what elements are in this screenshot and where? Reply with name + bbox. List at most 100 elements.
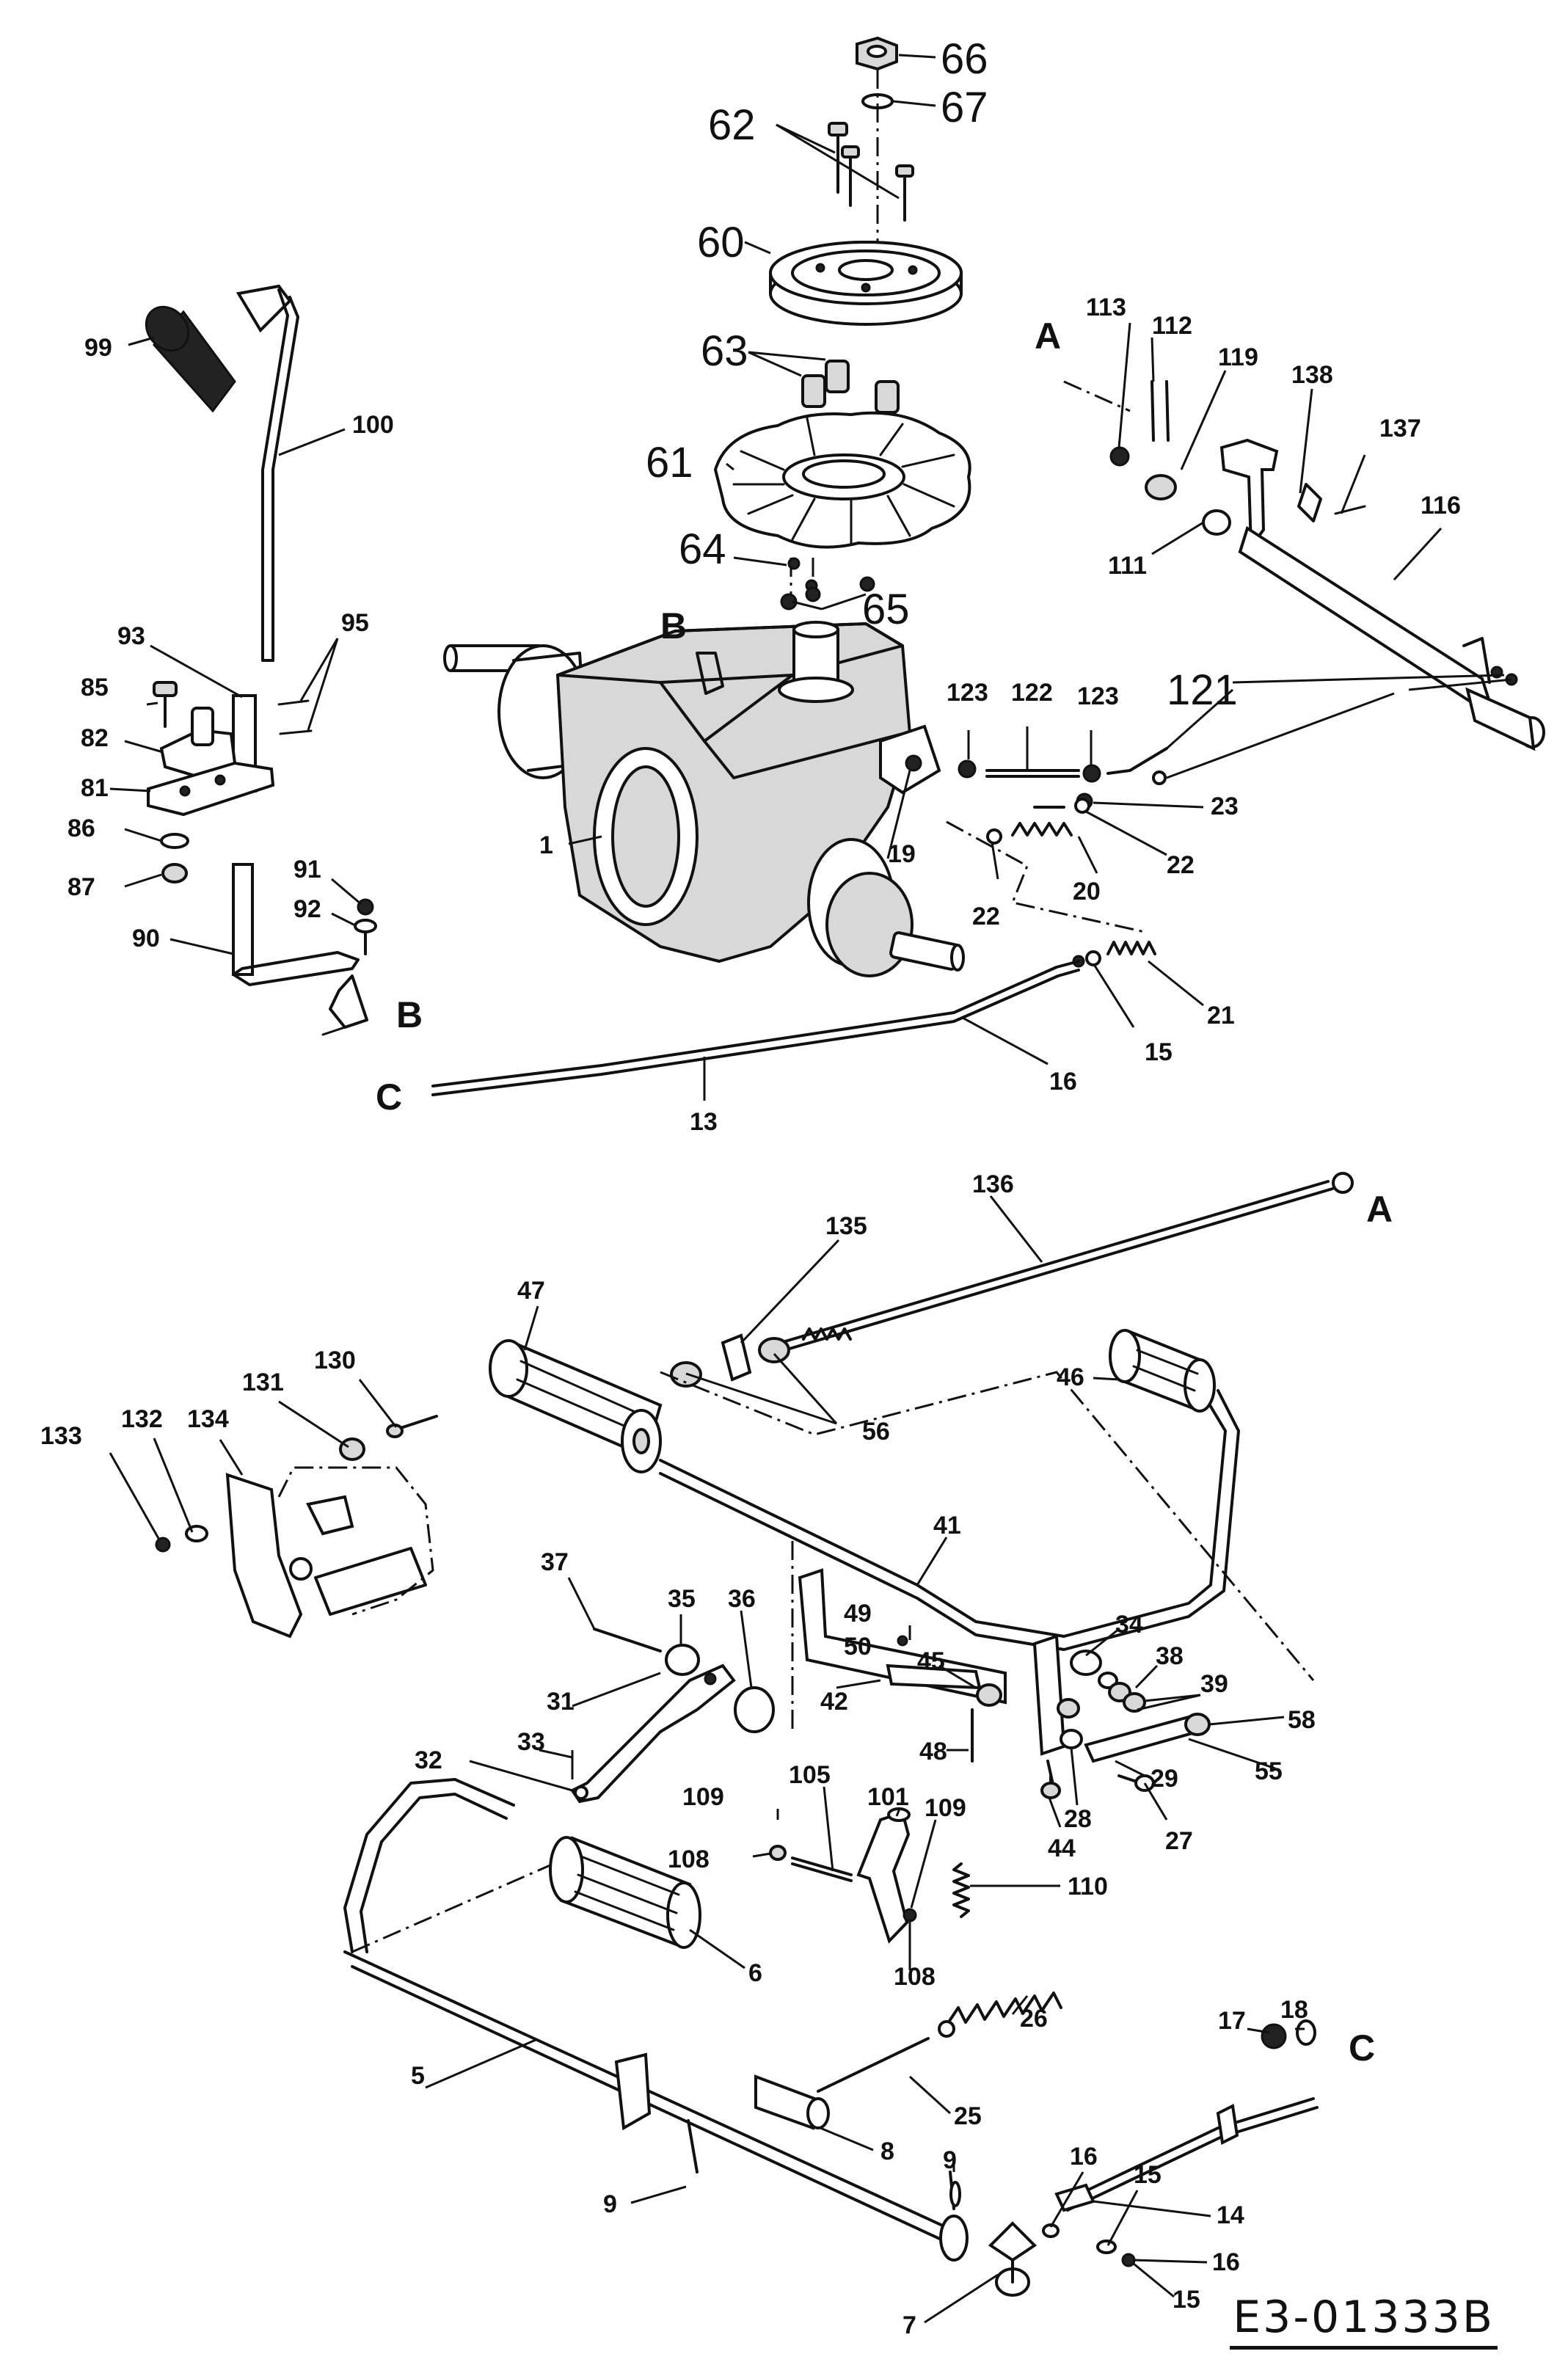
- callout-16b: 16: [1070, 2143, 1098, 2171]
- callout-16a: 16: [1049, 1068, 1077, 1096]
- lower-linkage-14: [988, 2019, 1319, 2297]
- callout-81: 81: [81, 774, 109, 802]
- knob-99: [145, 284, 292, 413]
- callout-18: 18: [1280, 1996, 1308, 2024]
- callout-87: 87: [68, 873, 95, 901]
- callout-31: 31: [547, 1688, 575, 1716]
- callout-62: 62: [708, 101, 756, 149]
- callout-63: 63: [701, 327, 748, 375]
- ref-letter-c-right: C: [1349, 2027, 1375, 2069]
- callout-19: 19: [888, 840, 916, 868]
- callout-14: 14: [1217, 2201, 1244, 2229]
- reference-letters: A B B C A C: [376, 316, 1393, 2069]
- linkage-rods: [431, 747, 1168, 1096]
- callout-95: 95: [341, 609, 369, 637]
- brake-lever-101: [769, 1807, 970, 1944]
- callout-136: 136: [972, 1170, 1014, 1198]
- callout-134: 134: [187, 1405, 229, 1433]
- callout-37: 37: [541, 1548, 569, 1576]
- callout-9b: 9: [943, 2146, 957, 2174]
- callout-111: 111: [1108, 552, 1147, 580]
- callout-29: 29: [1151, 1765, 1178, 1793]
- callout-35: 35: [668, 1585, 696, 1613]
- callout-67: 67: [941, 84, 988, 131]
- callout-55: 55: [1255, 1757, 1283, 1785]
- spring-26: [817, 1991, 1062, 2093]
- ref-letter-c-left: C: [376, 1076, 402, 1118]
- callout-116: 116: [1421, 492, 1461, 520]
- callout-137: 137: [1379, 415, 1421, 442]
- callout-7: 7: [902, 2311, 916, 2339]
- callout-92: 92: [293, 895, 321, 923]
- callout-56: 56: [862, 1418, 890, 1446]
- callout-99: 99: [84, 334, 112, 362]
- callout-39: 39: [1200, 1670, 1228, 1698]
- bolts-62: [828, 122, 914, 222]
- callout-16c: 16: [1212, 2248, 1240, 2276]
- callout-6: 6: [748, 1959, 762, 1987]
- callout-15a: 15: [1145, 1038, 1173, 1066]
- callout-48: 48: [919, 1738, 947, 1765]
- callout-45: 45: [917, 1647, 945, 1675]
- callout-135: 135: [825, 1212, 867, 1240]
- frame-bar-5: [343, 1778, 969, 2262]
- drawing-code: E3-01333B: [1230, 2292, 1498, 2350]
- callout-labels: 66 67 62 60 63 61 64 65 99 100 93 95 85 …: [40, 35, 1461, 2339]
- callout-82: 82: [81, 724, 109, 752]
- callout-86: 86: [68, 815, 95, 842]
- callout-131: 131: [242, 1369, 284, 1396]
- callout-108b: 108: [894, 1963, 936, 1991]
- callout-58: 58: [1288, 1706, 1316, 1734]
- callout-27: 27: [1165, 1827, 1193, 1855]
- callout-64: 64: [679, 525, 726, 573]
- callout-42: 42: [820, 1688, 848, 1716]
- callout-123b: 123: [1077, 682, 1119, 710]
- callout-46: 46: [1057, 1363, 1084, 1391]
- callout-110: 110: [1068, 1873, 1108, 1901]
- ref-letter-a-top: A: [1035, 316, 1061, 357]
- pad-47: [489, 1339, 663, 1473]
- rod-136: [670, 1172, 1354, 1388]
- arm-31: [570, 1628, 775, 1804]
- callout-101: 101: [867, 1783, 909, 1811]
- callout-109b: 109: [925, 1794, 966, 1822]
- callout-108a: 108: [668, 1845, 710, 1873]
- spacers-63: [801, 360, 900, 414]
- ref-letter-b-bottom: B: [396, 994, 423, 1035]
- ref-letter-b-top: B: [660, 605, 687, 646]
- bracket-134: [155, 1415, 438, 1639]
- callout-13: 13: [690, 1108, 718, 1136]
- callout-90: 90: [132, 925, 160, 952]
- callout-121: 121: [1167, 666, 1238, 714]
- callout-119: 119: [1218, 343, 1258, 371]
- callout-100: 100: [352, 411, 394, 439]
- shift-lever-assembly: [145, 284, 377, 1036]
- fan-61: [713, 411, 971, 549]
- callout-34: 34: [1115, 1611, 1143, 1639]
- callout-28: 28: [1064, 1805, 1092, 1833]
- callout-9a: 9: [603, 2190, 617, 2218]
- callout-105: 105: [789, 1761, 831, 1789]
- callout-26: 26: [1020, 2005, 1048, 2033]
- callout-133: 133: [40, 1422, 82, 1450]
- shift-bar-116: [1063, 380, 1545, 751]
- callout-93: 93: [117, 622, 145, 650]
- callout-49: 49: [844, 1600, 872, 1628]
- callout-85: 85: [81, 674, 109, 701]
- callout-65: 65: [862, 586, 910, 633]
- pulley-60: [769, 241, 963, 326]
- callout-22a: 22: [972, 903, 1000, 930]
- callout-22b: 22: [1167, 851, 1195, 879]
- nut-66: [856, 36, 898, 71]
- pad-46: [1109, 1329, 1216, 1413]
- callout-91: 91: [293, 856, 321, 883]
- callout-60: 60: [697, 219, 745, 266]
- spring-21: [1106, 941, 1156, 955]
- callout-32: 32: [415, 1746, 442, 1774]
- callout-15c: 15: [1173, 2286, 1200, 2314]
- callout-66: 66: [941, 35, 988, 83]
- callout-41: 41: [933, 1512, 961, 1539]
- callout-47: 47: [517, 1277, 545, 1305]
- callout-15b: 15: [1134, 2161, 1162, 2189]
